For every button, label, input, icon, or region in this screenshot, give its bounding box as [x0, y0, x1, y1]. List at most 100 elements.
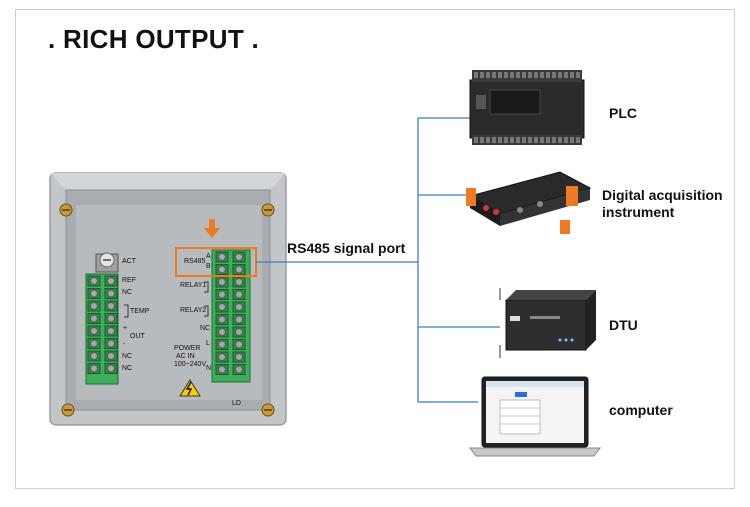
terminal-screw-icon [235, 290, 243, 299]
page-title: . RICH OUTPUT . [48, 24, 260, 54]
terminal-screw-icon [90, 364, 98, 373]
plc-pin [558, 72, 562, 78]
plc-pin [534, 137, 538, 143]
terminal-screw-icon [235, 340, 243, 349]
plc-pin [480, 72, 484, 78]
plc-pin [492, 72, 496, 78]
terminal-screw-icon [235, 315, 243, 324]
label-nc: NC [122, 289, 132, 296]
label-relay1: RELAY1 [180, 282, 206, 289]
connection-lines [256, 117, 500, 403]
plc-pin [516, 72, 520, 78]
label-relay2: RELAY2 [180, 307, 206, 314]
label-a: A [206, 253, 211, 260]
terminal-screw-icon [235, 328, 243, 336]
plc-pin [510, 72, 514, 78]
terminal-screw-icon [235, 365, 243, 374]
act-knob-icon [95, 252, 119, 273]
label-nc: NC [122, 365, 132, 372]
terminal-screw-icon [90, 277, 98, 285]
plc-pin [576, 137, 580, 143]
plc-pin [498, 137, 502, 143]
terminal-screw-icon [235, 265, 243, 274]
label-temp: TEMP [130, 308, 150, 315]
plc-pin [564, 137, 568, 143]
plc-pin [534, 72, 538, 78]
plc-pin [480, 137, 484, 143]
plc-device-icon [469, 70, 585, 145]
plc-pin [552, 137, 556, 143]
terminal-screw-icon [218, 278, 226, 286]
plc-pin [528, 137, 532, 143]
plc-pin [516, 137, 520, 143]
plc-pin [498, 72, 502, 78]
label-b: B [206, 263, 211, 270]
temp-bracket [124, 304, 129, 318]
plc-pin [474, 137, 478, 143]
plc-pin [522, 72, 526, 78]
label-nc: NC [200, 325, 210, 332]
plc-pin [540, 137, 544, 143]
terminal-screw-icon [90, 327, 98, 335]
device-label-plc: PLC [609, 105, 637, 121]
terminal-screw-icon [235, 353, 243, 361]
label-act: ACT [122, 258, 137, 265]
plc-pin [570, 72, 574, 78]
terminal-screw-icon [90, 339, 98, 348]
relay1-bracket [204, 281, 209, 293]
terminal-screw-icon [90, 314, 98, 323]
daq-device-icon [466, 171, 592, 234]
terminal-screw-icon [90, 352, 98, 360]
terminal-screw-icon [218, 303, 226, 311]
terminal-screw-icon [218, 328, 226, 336]
label-l: L [206, 340, 210, 347]
label-acin: AC IN [176, 353, 195, 360]
meter-rear-panel [49, 172, 287, 426]
terminal-screw-icon [218, 340, 226, 349]
terminal-screw-icon [235, 253, 243, 261]
label-nc: NC [122, 353, 132, 360]
label-plus: + [123, 325, 127, 332]
plc-pin [546, 72, 550, 78]
plc-pin [504, 72, 508, 78]
label-out: OUT [130, 333, 146, 340]
label-volt: 100~240V [174, 361, 206, 368]
terminal-screw-icon [107, 339, 115, 348]
laptop-icon [469, 376, 601, 457]
electrical-warning-icon [179, 379, 201, 397]
terminal-screw-icon [235, 303, 243, 311]
label-ref: REF [122, 277, 136, 284]
terminal-screw-icon [235, 278, 243, 286]
terminal-screw-icon [218, 365, 226, 374]
label-ld: LD [232, 400, 241, 407]
terminal-screw-icon [90, 289, 98, 298]
screw-icon [261, 203, 275, 217]
screw-icon [59, 203, 73, 217]
plc-pin [558, 137, 562, 143]
plc-pin [528, 72, 532, 78]
terminal-screw-icon [107, 277, 115, 285]
label-power: POWER [174, 345, 200, 352]
terminal-screw-icon [218, 253, 226, 261]
label-minus: - [123, 341, 126, 348]
terminal-screw-icon [218, 315, 226, 324]
terminal-screw-icon [218, 290, 226, 299]
terminal-screw-icon [107, 302, 115, 310]
plc-pin [564, 72, 568, 78]
dtu-device-icon [499, 288, 596, 358]
plc-pin [486, 72, 490, 78]
screw-icon [261, 403, 275, 417]
plc-pin [570, 137, 574, 143]
screw-icon [61, 403, 75, 417]
terminal-screw-icon [218, 265, 226, 274]
plc-pin [552, 72, 556, 78]
down-arrow-icon [204, 219, 220, 238]
device-label-dtu: DTU [609, 317, 638, 333]
plc-pin [576, 72, 580, 78]
terminal-screw-icon [107, 352, 115, 360]
device-label-daq: Digital acquisition instrument [602, 187, 723, 220]
plc-pin [474, 72, 478, 78]
plc-pin [504, 137, 508, 143]
terminal-screw-icon [107, 289, 115, 298]
